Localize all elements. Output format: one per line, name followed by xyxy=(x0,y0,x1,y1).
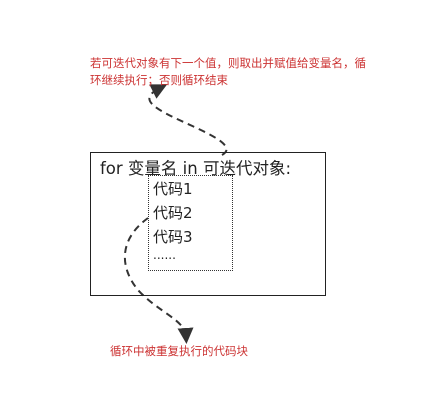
for-statement-header: for 变量名 in 可迭代对象: xyxy=(100,159,292,178)
code-line-2: 代码2 xyxy=(153,204,193,222)
loop-continue-annotation: 若可迭代对象有下一个值，则取出并赋值给变量名，循环继续执行；否则循环结束 xyxy=(90,56,366,87)
code-line-3: 代码3 xyxy=(153,228,193,246)
loop-body-box xyxy=(148,175,233,271)
arrow-to-top-note xyxy=(148,84,228,156)
for-loop-box xyxy=(90,152,326,296)
arrow-to-bottom-note xyxy=(124,217,194,344)
code-line-ellipsis: ...... xyxy=(153,248,176,262)
code-line-1: 代码1 xyxy=(153,180,193,198)
repeated-block-annotation: 循环中被重复执行的代码块 xyxy=(110,344,248,358)
